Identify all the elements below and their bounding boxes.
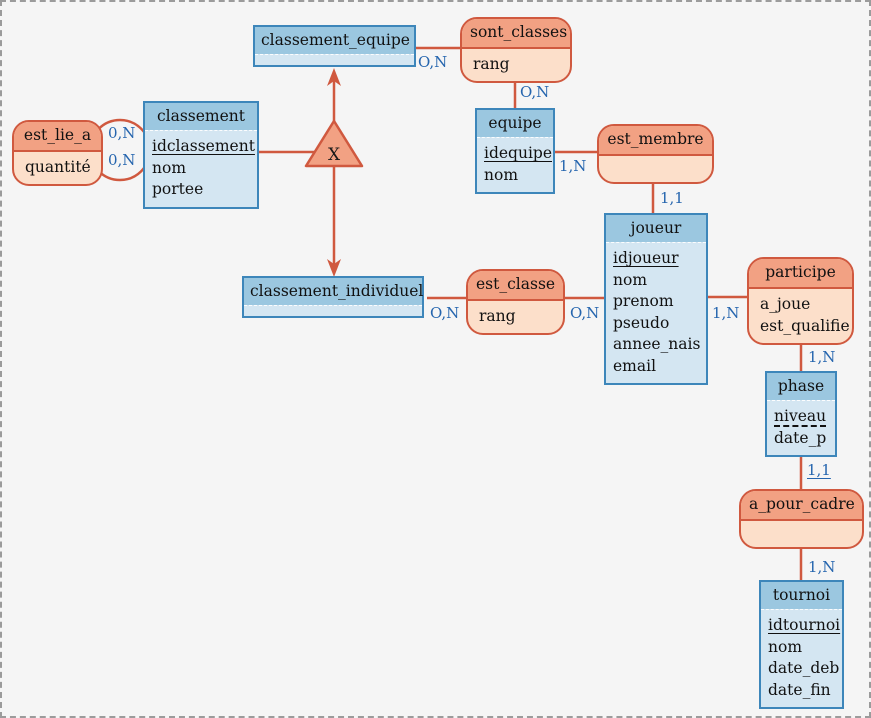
attribute: pseudo bbox=[613, 313, 670, 332]
entity-title: classement_individuel bbox=[244, 278, 423, 305]
inheritance-triangle bbox=[304, 119, 364, 168]
attribute-identifier: idclassement bbox=[152, 137, 255, 155]
entity-title: tournoi bbox=[761, 582, 842, 609]
cardinality-label: 1,N bbox=[808, 558, 836, 576]
attribute-identifier: idtournoi bbox=[768, 616, 841, 634]
cardinality-label-identifying: 1,1 bbox=[807, 461, 831, 479]
association-attributes: rang bbox=[468, 301, 563, 333]
cardinality-label: 1,N bbox=[559, 157, 587, 175]
entity-tournoi: tournoi idtournoi nom date_deb date_fin bbox=[759, 580, 844, 709]
attribute: date_deb bbox=[768, 659, 840, 677]
arrowhead-down-icon bbox=[327, 259, 341, 277]
cardinality-label: O,N bbox=[570, 304, 600, 322]
attribute: date_p bbox=[774, 428, 827, 447]
cardinality-label: 0,N bbox=[108, 124, 136, 142]
attribute: a_joue bbox=[760, 295, 811, 313]
cardinality-label: O,N bbox=[430, 304, 460, 322]
association-attributes: a_joue est_qualifie bbox=[749, 289, 852, 343]
association-title: participe bbox=[749, 259, 852, 289]
association-a-pour-cadre: a_pour_cadre bbox=[739, 489, 864, 549]
inheritance-symbol-label: X bbox=[328, 145, 341, 165]
association-attributes: quantité bbox=[14, 152, 101, 184]
association-est-membre: est_membre bbox=[597, 124, 714, 184]
cardinality-label: 0,N bbox=[108, 151, 136, 169]
association-participe: participe a_joue est_qualifie bbox=[747, 257, 854, 345]
entity-attributes: niveau date_p bbox=[767, 400, 835, 455]
association-title: sont_classes bbox=[462, 19, 570, 49]
attribute: prenom bbox=[613, 292, 674, 310]
association-est-lie-a: est_lie_a quantité bbox=[12, 120, 103, 186]
entity-title: joueur bbox=[606, 215, 706, 242]
entity-attributes: idjoueur nom prenom pseudo annee_nais em… bbox=[606, 242, 706, 383]
entity-joueur: joueur idjoueur nom prenom pseudo annee_… bbox=[604, 213, 708, 385]
attribute: portee bbox=[152, 180, 204, 198]
attribute: email bbox=[613, 356, 657, 375]
entity-title: classement_equipe bbox=[255, 27, 414, 54]
cardinality-label: O,N bbox=[418, 53, 448, 71]
attribute-identifier: idequipe bbox=[484, 144, 553, 162]
association-title: est_membre bbox=[599, 126, 712, 156]
attribute: quantité bbox=[25, 158, 91, 176]
attribute-identifier: idjoueur bbox=[613, 249, 679, 267]
cardinality-label: O,N bbox=[520, 83, 550, 101]
association-title: a_pour_cadre bbox=[741, 491, 862, 521]
attribute: date_fin bbox=[768, 680, 831, 699]
cardinality-label: 1,N bbox=[712, 304, 740, 322]
association-title: est_lie_a bbox=[14, 122, 101, 152]
attribute: est_qualifie bbox=[760, 317, 850, 335]
cardinality-label: 1,1 bbox=[660, 189, 684, 207]
association-est-classe: est_classe rang bbox=[466, 269, 565, 335]
entity-attributes: idequipe nom bbox=[477, 137, 553, 192]
entity-attributes bbox=[244, 305, 422, 316]
attribute: nom bbox=[484, 165, 519, 184]
entity-title: phase bbox=[767, 373, 835, 400]
entity-classement: classement idclassement nom portee bbox=[143, 101, 259, 209]
attribute: nom bbox=[768, 637, 803, 656]
attribute: annee_nais bbox=[613, 335, 701, 353]
entity-attributes: idtournoi nom date_deb date_fin bbox=[761, 609, 842, 707]
attribute-weak-identifier: niveau bbox=[774, 407, 827, 425]
entity-classement-equipe: classement_equipe bbox=[253, 25, 416, 67]
attribute: nom bbox=[613, 270, 648, 289]
arrowhead-up-icon bbox=[327, 68, 341, 86]
entity-equipe: equipe idequipe nom bbox=[475, 108, 555, 194]
entity-phase: phase niveau date_p bbox=[765, 371, 837, 457]
entity-attributes: idclassement nom portee bbox=[145, 130, 257, 207]
association-attributes: rang bbox=[462, 49, 570, 81]
attribute: rang bbox=[473, 55, 510, 73]
entity-title: equipe bbox=[477, 110, 553, 137]
entity-classement-individuel: classement_individuel bbox=[242, 276, 424, 318]
attribute: rang bbox=[479, 307, 516, 325]
cardinality-label: 1,N bbox=[808, 348, 836, 366]
attribute: nom bbox=[152, 158, 187, 177]
entity-title: classement bbox=[145, 103, 257, 130]
association-sont-classes: sont_classes rang bbox=[460, 17, 572, 83]
association-attributes bbox=[599, 156, 712, 182]
association-title: est_classe bbox=[468, 271, 563, 301]
entity-attributes bbox=[255, 54, 414, 65]
association-attributes bbox=[741, 521, 862, 547]
